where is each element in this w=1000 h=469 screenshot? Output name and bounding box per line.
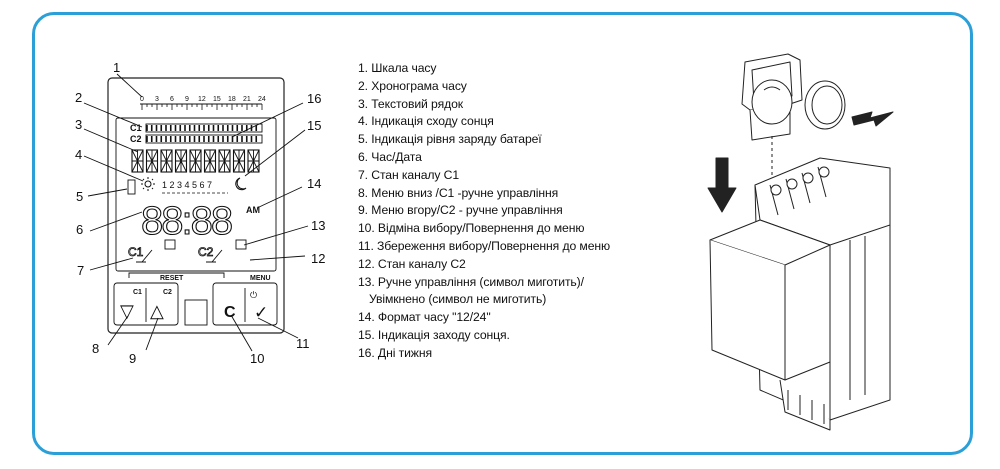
scale-label: 15 <box>213 96 221 103</box>
ch1-hand-icon <box>164 239 176 250</box>
segment-char <box>232 149 246 173</box>
callout-7: 7 <box>77 263 84 278</box>
battery-slot <box>184 299 208 326</box>
callout-12: 12 <box>311 251 325 266</box>
scale-label: 18 <box>228 96 236 103</box>
battery-icon <box>127 179 136 195</box>
legend-item: 13. Ручне управління (символ миготить)/ <box>358 274 584 289</box>
sunset-icon <box>235 177 247 191</box>
button-group-right <box>212 282 278 326</box>
segment-char <box>203 149 217 173</box>
device-housing <box>107 77 285 334</box>
segment-char <box>174 149 188 173</box>
btn-c1-label: C1 <box>133 289 142 296</box>
ch2-state-label: C2 <box>198 245 214 259</box>
legend-item: 8. Меню вниз /С1 -ручне управління <box>358 185 559 200</box>
scale-label: 0 <box>140 96 144 103</box>
ch1-state-label: C1 <box>128 245 144 259</box>
cancel-button[interactable]: C <box>224 304 236 321</box>
legend-item: 14. Формат часу "12/24" <box>358 310 491 325</box>
text-row <box>131 149 260 173</box>
scale-label: 9 <box>185 96 189 103</box>
legend-item: 5. Індикація рівня заряду батареї <box>358 132 542 147</box>
am-indicator: AM <box>246 205 260 215</box>
arrow-down-icon <box>707 157 737 213</box>
menu-down-button[interactable]: ▽ <box>120 301 134 321</box>
segment-char <box>247 149 260 173</box>
coin-battery <box>804 80 846 130</box>
legend-item: 2. Хронограма часу <box>358 78 467 93</box>
callout-15: 15 <box>307 118 321 133</box>
legend-item: 7. Стан каналу С1 <box>358 167 460 182</box>
time-digits: 88:88 <box>141 199 232 243</box>
callout-lines <box>83 73 309 352</box>
menu-label: MENU <box>250 275 271 282</box>
confirm-button[interactable]: ✓ <box>254 303 268 322</box>
weekdays: 1 2 3 4 5 6 7 <box>162 180 212 190</box>
legend-item: 9. Меню вгору/С2 - ручне управління <box>358 203 563 218</box>
chronogram-row-c2 <box>145 134 263 144</box>
time-scale: 0 3 6 9 12 15 18 21 24 <box>140 96 266 110</box>
sunrise-icon <box>141 177 155 191</box>
callout-5: 5 <box>76 189 83 204</box>
reset-bracket <box>128 272 225 278</box>
callout-16: 16 <box>307 91 321 106</box>
segment-char <box>145 149 159 173</box>
legend-item: 1. Шкала часу <box>358 61 437 75</box>
button-group-left <box>113 282 179 326</box>
callout-3: 3 <box>75 117 82 132</box>
power-icon: ⏻ <box>250 290 257 300</box>
chronogram-row-c1 <box>145 123 263 133</box>
lcd-screen <box>115 117 277 272</box>
battery-cover <box>741 53 803 141</box>
callout-1: 1 <box>113 60 120 75</box>
device-illustration <box>707 53 894 431</box>
din-module-body <box>709 157 891 431</box>
ch2-switch-icon <box>206 249 223 263</box>
legend-item: 6. Час/Дата <box>358 149 422 164</box>
callout-8: 8 <box>92 341 99 356</box>
scale-label: 12 <box>198 96 206 103</box>
scale-label: 6 <box>170 96 174 103</box>
callout-2: 2 <box>75 90 82 105</box>
scale-label: 24 <box>258 96 266 103</box>
segment-char <box>131 149 144 173</box>
callout-9: 9 <box>129 351 136 366</box>
arrow-left-icon <box>851 111 894 127</box>
legend-item: 15. Індикація заходу сонця. <box>358 327 510 342</box>
chrono-c2-label: C2 <box>130 134 142 144</box>
segment-char <box>189 149 202 173</box>
segment-char <box>218 149 231 173</box>
callout-6: 6 <box>76 222 83 237</box>
ch1-switch-icon <box>136 249 153 263</box>
legend-item: 4. Індикація сходу сонця <box>358 114 494 129</box>
legend-item: 11. Збереження вибору/Повернення до меню <box>358 238 611 253</box>
legend-list: 1. Шкала часу 2. Хронограма часу 3. Текс… <box>358 60 658 363</box>
reset-label: RESET <box>160 275 184 282</box>
legend-item: 16. Дні тижня <box>358 345 432 360</box>
legend-item: 12. Стан каналу С2 <box>358 256 466 271</box>
btn-c2-label: C2 <box>163 289 172 296</box>
callout-10: 10 <box>250 351 264 366</box>
callout-13: 13 <box>311 218 325 233</box>
callout-11: 11 <box>296 336 310 351</box>
legend-item: 3. Текстовий рядок <box>358 96 464 111</box>
chrono-c1-label: C1 <box>130 123 142 133</box>
callout-4: 4 <box>75 147 82 162</box>
callout-14: 14 <box>307 176 321 191</box>
legend-item: 10. Відміна вибору/Повернення до меню <box>358 221 585 236</box>
menu-up-button[interactable]: △ <box>150 301 164 321</box>
scale-label: 21 <box>243 96 251 103</box>
legend-item-continued: Увімкнено (символ не миготить) <box>369 292 547 307</box>
scale-label: 3 <box>155 96 159 103</box>
segment-char <box>160 149 173 173</box>
